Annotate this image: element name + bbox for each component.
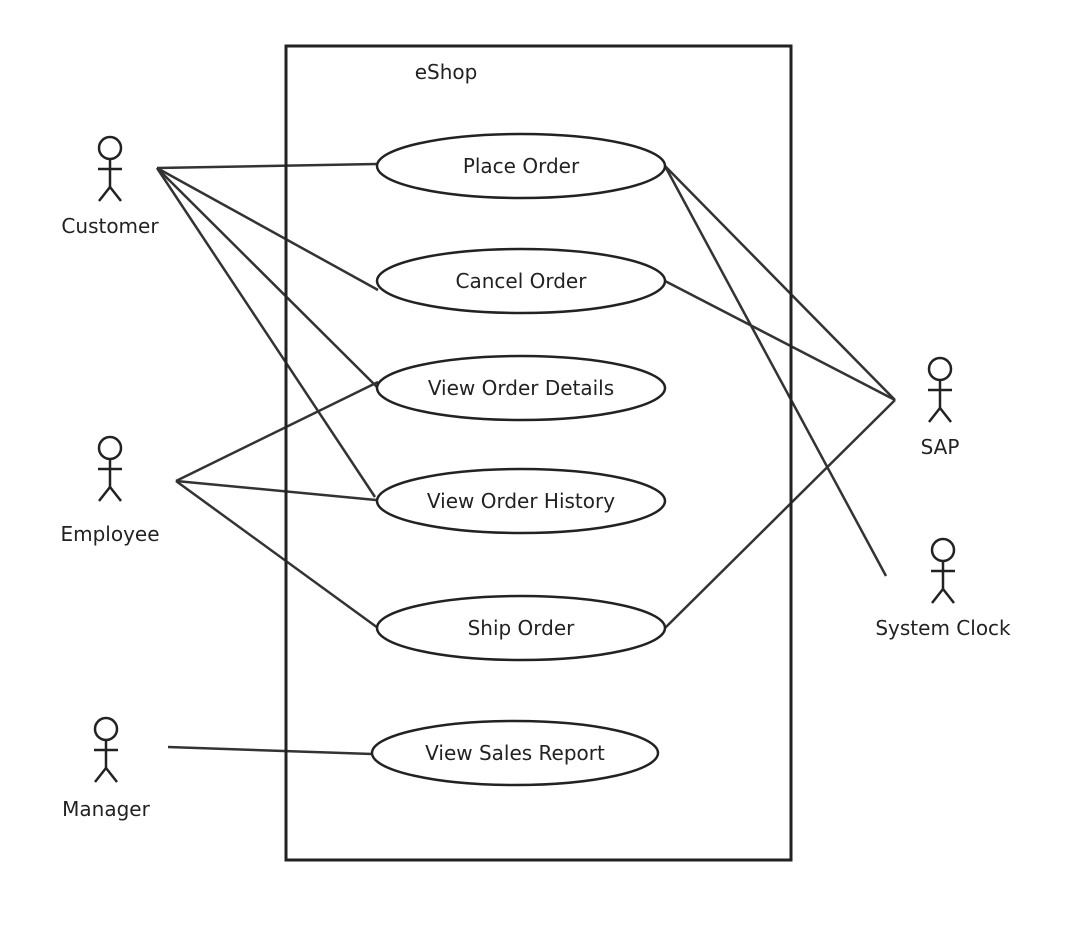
use-case-place-order[interactable]: Place Order — [375, 132, 667, 200]
stick-figure-icon — [97, 435, 123, 502]
use-case-label: View Sales Report — [425, 741, 605, 765]
association-sap-place-order — [664, 165, 896, 401]
actor-system-clock[interactable]: System Clock — [875, 537, 1011, 640]
association-employee-view-order-history — [175, 479, 377, 502]
association-customer-view-order-details — [156, 167, 381, 391]
stick-figure-icon — [97, 135, 123, 202]
association-customer-cancel-order — [156, 166, 379, 292]
association-sap-ship-order — [664, 399, 896, 629]
use-case-label: View Order History — [427, 489, 615, 513]
system-title: eShop — [415, 60, 478, 84]
actor-label: SAP — [921, 435, 960, 459]
actor-employee[interactable]: Employee — [60, 435, 160, 546]
actor-label: System Clock — [875, 616, 1011, 640]
actor-label: Customer — [61, 214, 159, 238]
use-case-label: Ship Order — [468, 616, 576, 640]
association-customer-place-order — [156, 162, 378, 170]
association-customer-view-order-history — [155, 167, 377, 498]
system-boundary — [284, 44, 793, 862]
use-case-label: Cancel Order — [456, 269, 588, 293]
use-case-shape — [375, 132, 667, 200]
actor-customer[interactable]: Customer — [61, 135, 159, 238]
association-system-clock-place-order — [663, 165, 888, 577]
actor-manager[interactable]: Manager — [62, 716, 151, 821]
use-case-cancel-order[interactable]: Cancel Order — [375, 247, 667, 315]
use-case-shape — [375, 247, 667, 315]
use-case-view-order-history[interactable]: View Order History — [375, 467, 667, 535]
use-case-shape — [375, 467, 667, 535]
association-sap-cancel-order — [664, 279, 896, 402]
association-employee-ship-order — [175, 479, 379, 630]
use-case-label: Place Order — [463, 154, 580, 178]
use-case-shape — [370, 719, 660, 787]
use-case-shape — [375, 354, 667, 422]
use-case-view-sales-report[interactable]: View Sales Report — [370, 719, 660, 787]
stick-figure-icon — [93, 716, 119, 783]
associations — [155, 162, 896, 756]
actor-sap[interactable]: SAP — [921, 356, 960, 459]
actor-label: Manager — [62, 797, 150, 821]
association-manager-view-sales-report — [167, 745, 373, 756]
use-case-view-order-details[interactable]: View Order Details — [375, 354, 667, 422]
stick-figure-icon — [927, 356, 953, 423]
use-case-ship-order[interactable]: Ship Order — [375, 594, 667, 662]
use-case-label: View Order Details — [428, 376, 614, 400]
actor-label: Employee — [60, 522, 159, 546]
association-employee-view-order-details — [175, 380, 379, 483]
stick-figure-icon — [930, 537, 956, 604]
use-case-shape — [375, 594, 667, 662]
